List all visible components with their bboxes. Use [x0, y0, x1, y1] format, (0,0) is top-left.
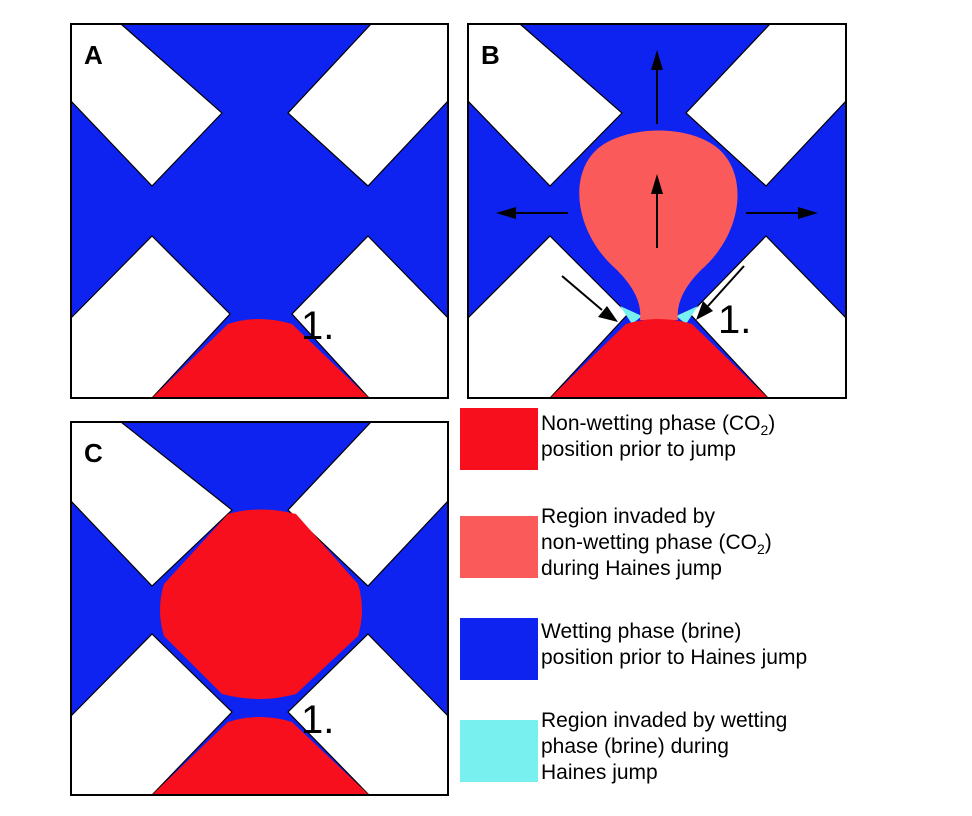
- panel-c-pore-marker: 1.: [301, 698, 334, 742]
- arrowhead-left: [496, 207, 516, 219]
- legend-swatch-wetting-invaded: [460, 720, 538, 782]
- legend-line: Wetting phase (brine): [541, 620, 741, 643]
- legend-label-wetting-prior: Wetting phase (brine) position prior to H…: [541, 620, 807, 669]
- panel-a-frame: [70, 23, 449, 399]
- legend-line: phase (brine) during: [541, 735, 729, 758]
- legend-item-non-wetting-prior: Non-wetting phase (CO2)position prior to…: [460, 408, 775, 470]
- panel-a-pore-marker: 1.: [301, 304, 334, 348]
- legend-label-non-wetting-prior: Non-wetting phase (CO2)position prior to…: [541, 412, 775, 461]
- arrowhead-down-left: [696, 301, 713, 320]
- legend: Non-wetting phase (CO2)position prior to…: [460, 408, 807, 784]
- legend-swatch-non-wetting-prior: [460, 408, 538, 470]
- panel-b-letter: B: [481, 40, 500, 70]
- arrow-down-right: [561, 275, 603, 311]
- panel-b-frame: [467, 23, 847, 399]
- legend-swatch-wetting-prior: [460, 618, 538, 680]
- legend-item-non-wetting-invaded: Region invaded by non-wetting phase (CO2)…: [460, 505, 772, 580]
- panel-b-co2-invaded: [579, 130, 738, 320]
- legend-line: Region invaded by wetting: [541, 709, 787, 732]
- panel-b: B 1.: [467, 23, 847, 399]
- panel-c-co2-prior: [152, 717, 369, 795]
- legend-line: position prior to jump: [541, 438, 736, 461]
- arrowhead-right: [798, 207, 818, 219]
- legend-line: non-wetting phase (CO2): [541, 531, 772, 557]
- panel-c-letter: C: [84, 438, 103, 468]
- panel-c-co2-after-jump: [160, 509, 362, 699]
- arrow-down-left: [707, 265, 745, 307]
- panel-b-brine-invaded-left: [620, 306, 642, 324]
- legend-line: during Haines jump: [541, 557, 722, 580]
- panel-b-pore-marker: 1.: [718, 298, 751, 342]
- legend-label-wetting-invaded: Region invaded by wetting phase (brine) d…: [541, 709, 787, 784]
- panel-a: A 1.: [70, 23, 449, 399]
- legend-line: Non-wetting phase (CO2): [541, 412, 775, 438]
- panel-a-co2-prior: [152, 319, 369, 398]
- panel-b-flow-arrows: [512, 66, 802, 311]
- panel-c-frame: [70, 421, 449, 796]
- arrowhead-up-inner: [651, 174, 663, 194]
- legend-item-wetting-prior: Wetting phase (brine) position prior to H…: [460, 618, 807, 680]
- panel-b-co2-prior: [550, 319, 768, 398]
- panel-b-arrowheads: [496, 50, 818, 322]
- panel-b-brine-invaded-right: [676, 306, 698, 324]
- panel-c: C 1.: [70, 421, 449, 796]
- legend-line: Haines jump: [541, 761, 658, 784]
- legend-label-non-wetting-invaded: Region invaded by non-wetting phase (CO2)…: [541, 505, 772, 580]
- legend-line: Region invaded by: [541, 505, 715, 528]
- arrowhead-up-outer: [651, 50, 663, 70]
- panel-a-letter: A: [84, 40, 103, 70]
- legend-swatch-non-wetting-invaded: [460, 516, 538, 578]
- legend-line: position prior to Haines jump: [541, 646, 807, 669]
- arrowhead-down-right: [598, 306, 618, 322]
- legend-item-wetting-invaded: Region invaded by wetting phase (brine) d…: [460, 709, 787, 784]
